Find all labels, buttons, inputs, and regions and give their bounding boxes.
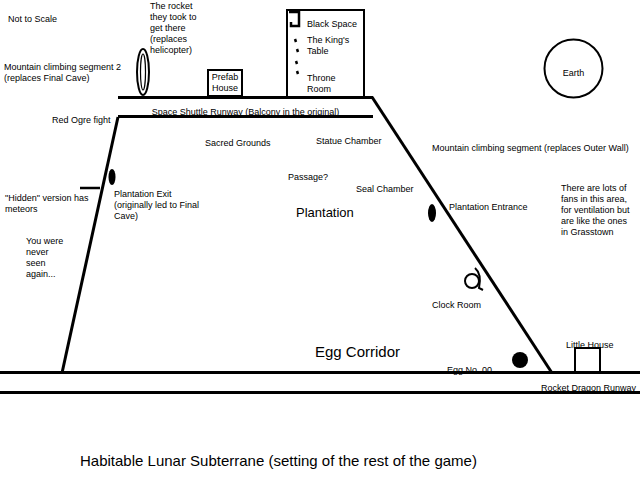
throne-box: Black SpaceThe King's TableThrone Room	[286, 9, 365, 98]
dash-mark	[295, 39, 296, 42]
area-label: Clock Room	[432, 300, 481, 311]
note-label: Red Ogre fight	[52, 115, 111, 126]
note-label: Not to Scale	[8, 14, 57, 25]
earth-outline	[545, 40, 603, 98]
planet-label: Earth	[563, 68, 585, 79]
room-label: Black Space	[307, 19, 357, 30]
little-house: Little House	[562, 334, 616, 373]
rocket-inner	[141, 54, 146, 90]
text-slot: Not to Scale	[8, 8, 88, 26]
text-slot: There are lots of fans in this area, for…	[561, 183, 635, 239]
text-slot: The King's Table	[307, 35, 361, 58]
text-slot: You were never seen again...	[26, 236, 66, 281]
text-slot: Prefab House	[207, 72, 243, 95]
area-label: Passage?	[288, 172, 328, 183]
exit-door	[109, 169, 116, 185]
meteor-tick	[80, 187, 100, 190]
clock-icon	[465, 274, 479, 288]
area-label: Sacred Grounds	[205, 138, 271, 149]
text-slot: Egg No. 00	[447, 359, 507, 377]
rocket-label: The rocket they took to get there (repla…	[150, 1, 204, 56]
room-label: The King's Table	[307, 35, 361, 57]
note-label: Mountain climbing segment 2 (replaces Fi…	[4, 62, 126, 84]
node-outline	[562, 334, 616, 373]
area-label: Plantation	[296, 205, 354, 221]
left-wall	[62, 117, 118, 373]
text-slot: Habitable Lunar Subterrane (setting of t…	[80, 452, 620, 470]
dash-mark	[296, 61, 297, 64]
text-slot: Rocket Dragon Runway	[470, 377, 636, 395]
box-outline	[208, 70, 242, 96]
prefab-house-box: Prefab House	[207, 69, 243, 97]
text-slot: Mountain climbing segment 2 (replaces Fi…	[4, 62, 126, 85]
note-label: "Hidden" version has meteors	[5, 193, 95, 215]
runway-band: Space Shuttle Runway (Balcony in the ori…	[118, 96, 373, 118]
note-label: Plantation Entrance	[449, 202, 528, 213]
bracket-mark	[289, 12, 299, 26]
runway-label: Rocket Dragon Runway	[541, 383, 636, 394]
room-label: Prefab House	[207, 72, 243, 94]
area-label: Statue Chamber	[316, 136, 382, 147]
text-slot: Little House	[566, 334, 618, 352]
caption: Habitable Lunar Subterrane (setting of t…	[80, 452, 477, 470]
note-label: Mountain climbing segment (replaces Oute…	[432, 143, 629, 154]
area-label: Egg No. 00	[447, 365, 492, 376]
egg-symbol	[512, 352, 528, 368]
text-slot: Sacred Grounds	[205, 132, 285, 150]
dash-mark	[297, 71, 298, 74]
dash-mark	[297, 49, 298, 52]
rocket-shape	[137, 49, 149, 95]
text-slot: Clock Room	[432, 294, 492, 312]
runway-label: Space Shuttle Runway (Balcony in the ori…	[152, 107, 340, 118]
band-line	[0, 371, 640, 374]
text-slot: Statue Chamber	[316, 130, 388, 148]
earth-circle: Earth	[543, 38, 604, 99]
note-label: There are lots of fans in this area, for…	[561, 183, 635, 238]
text-slot: Black Space	[307, 13, 361, 31]
text-slot: Egg Corridor	[315, 343, 435, 361]
text-slot: Earth	[543, 62, 604, 80]
text-slot: Plantation	[296, 203, 386, 221]
text-slot: Throne Room	[307, 73, 361, 96]
text-slot: The rocket they took to get there (repla…	[150, 1, 204, 57]
band-line	[118, 96, 373, 99]
house-box	[575, 348, 600, 373]
text-slot: Space Shuttle Runway (Balcony in the ori…	[118, 101, 373, 119]
box-outline	[287, 10, 364, 97]
node-outline	[62, 97, 553, 373]
area-label: Plantation Exit (originally led to Final…	[114, 189, 209, 222]
room-label: Little House	[566, 340, 614, 351]
room-label: Throne Room	[307, 73, 361, 95]
right-wall	[372, 97, 552, 373]
note-label: You were never seen again...	[26, 236, 66, 280]
text-slot: Seal Chamber	[356, 178, 424, 196]
area-label: Egg Corridor	[315, 343, 400, 361]
text-slot: Mountain climbing segment (replaces Oute…	[432, 137, 638, 155]
entrance-door	[428, 204, 436, 222]
text-slot: Plantation Exit (originally led to Final…	[114, 189, 209, 223]
text-slot: "Hidden" version has meteors	[5, 193, 95, 216]
area-label: Seal Chamber	[356, 184, 414, 195]
mountain-region: Sacred Grounds Statue ChamberPassage? Seal…	[62, 97, 553, 373]
clock-icon-tail	[475, 268, 483, 290]
text-slot: Plantation Entrance	[449, 196, 541, 214]
ground-runway-band: Rocket Dragon Runway	[0, 371, 640, 394]
text-slot: Passage?	[288, 166, 338, 184]
text-slot: Red Ogre fight	[52, 109, 116, 127]
rocket-node: The rocket they took to get there (repla…	[134, 0, 204, 97]
